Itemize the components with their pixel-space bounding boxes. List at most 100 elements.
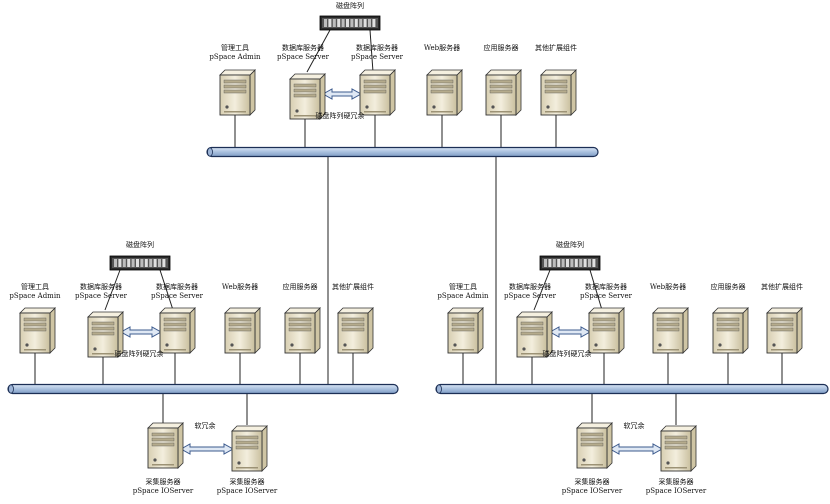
- bottom-right-hw-redundancy-arrow: [548, 326, 592, 338]
- top-web-server: [426, 69, 463, 116]
- bottom-right-db-server-2: [588, 307, 625, 354]
- top-app-label-line: 应用服务器: [483, 44, 519, 52]
- top-ext-server: [540, 69, 577, 116]
- disk-arrays: [109, 15, 601, 271]
- network-buses: [7, 146, 829, 395]
- bottom-left-admin-label-line: 管理工具: [20, 283, 49, 291]
- top-network-bus: [206, 146, 599, 158]
- bottom-left-web-label: Web服务器: [222, 283, 258, 292]
- collect-right-server-a: [576, 422, 613, 469]
- top-disk-array: [319, 15, 381, 31]
- connection-lines: [34, 29, 783, 425]
- bottom-left-app-label: 应用服务器: [283, 283, 318, 292]
- bottom-left-network-bus: [7, 383, 399, 395]
- bottom-right-disk-array-label-line: 磁盘阵列: [556, 241, 584, 249]
- bottom-left-db2-label-line: pSpace Server: [151, 292, 203, 300]
- bottom-left-db1-label-line: 数据库服务器: [79, 283, 122, 291]
- bottom-right-ext-server: [766, 307, 803, 354]
- top-disk-link-1: [306, 29, 331, 73]
- bottom-right-network-bus: [435, 383, 829, 395]
- top-disk-array-label: 磁盘阵列: [336, 2, 364, 11]
- bottom-left-admin-server: [19, 307, 56, 354]
- bottom-right-web-server: [652, 307, 689, 354]
- collect-left-server-a: [147, 422, 184, 469]
- top-db2-label-line: 数据库服务器: [355, 44, 398, 52]
- bottom-left-hw-redundancy-label-line: 磁盘阵列硬冗余: [114, 350, 164, 358]
- top-db2-label-line: pSpace Server: [351, 53, 403, 61]
- bottom-right-hw-redundancy-label: 磁盘阵列硬冗余: [543, 350, 592, 359]
- top-admin-label-line: 管理工具: [220, 44, 249, 52]
- bottom-right-db2-label-line: 数据库服务器: [584, 283, 627, 291]
- top-web-label-line: Web服务器: [423, 44, 461, 52]
- bottom-right-web-label: Web服务器: [650, 283, 686, 292]
- collect-right-soft-redundancy-label: 软冗余: [624, 422, 645, 431]
- bottom-left-admin-label-line: pSpace Admin: [9, 292, 61, 300]
- collect-left-server-b-label-line: pSpace IOServer: [216, 487, 278, 495]
- top-admin-label-line: pSpace Admin: [209, 53, 261, 61]
- collect-right-soft-redundancy-label-line: 软冗余: [623, 422, 645, 430]
- top-hw-redundancy-arrow: [321, 88, 363, 100]
- collect-right-server-b-label-line: pSpace IOServer: [645, 487, 707, 495]
- collect-left-soft-redundancy-label-line: 软冗余: [194, 422, 216, 430]
- top-hw-redundancy-label-line: 磁盘阵列硬冗余: [315, 112, 365, 120]
- bottom-left-disk-link-2: [159, 269, 174, 311]
- bottom-right-db-server-1: [516, 311, 553, 358]
- bottom-left-app-label-line: 应用服务器: [282, 283, 318, 291]
- bottom-right-admin-label-line: 管理工具: [448, 283, 477, 291]
- bottom-left-ext-label-line: 其他扩展组件: [332, 283, 374, 291]
- bottom-right-disk-link-2: [589, 269, 603, 311]
- collect-right-server-a-label-line: pSpace IOServer: [561, 487, 623, 495]
- collect-left-server-a-label-line: 采集服务器: [145, 478, 181, 486]
- bottom-right-admin-label-line: pSpace Admin: [437, 292, 489, 300]
- collect-left-server-b: [231, 425, 268, 472]
- top-disk-array-label-line: 磁盘阵列: [336, 2, 364, 10]
- bottom-right-app-server: [712, 307, 749, 354]
- top-admin-server: [219, 69, 256, 116]
- top-ext-label: 其他扩展组件: [535, 44, 577, 53]
- top-db1-label-line: pSpace Server: [277, 53, 329, 61]
- bottom-left-web-label-line: Web服务器: [221, 283, 259, 291]
- top-ext-label-line: 其他扩展组件: [535, 44, 577, 52]
- bottom-right-db1-label-line: pSpace Server: [504, 292, 556, 300]
- bottom-right-app-label-line: 应用服务器: [710, 283, 746, 291]
- top-app-label: 应用服务器: [484, 44, 519, 53]
- collect-right-server-b-label-line: 采集服务器: [658, 478, 694, 486]
- top-db1-label-line: 数据库服务器: [281, 44, 324, 52]
- bottom-left-app-server: [284, 307, 321, 354]
- bottom-left-web-server: [224, 307, 261, 354]
- bottom-left-disk-link-1: [104, 269, 121, 311]
- collect-left-server-b-label-line: 采集服务器: [229, 478, 265, 486]
- redundancy-arrows: [119, 88, 664, 455]
- bottom-right-ext-label: 其他扩展组件: [761, 283, 803, 292]
- collect-right-soft-redundancy-arrow: [608, 443, 664, 455]
- bottom-right-disk-array: [539, 255, 601, 271]
- top-app-server: [485, 69, 522, 116]
- bottom-right-db1-label-line: 数据库服务器: [508, 283, 551, 291]
- top-db-server-1: [289, 73, 326, 120]
- collect-right-server-b: [660, 425, 697, 472]
- bottom-right-web-label-line: Web服务器: [649, 283, 687, 291]
- bottom-left-ext-label: 其他扩展组件: [332, 283, 374, 292]
- bottom-left-db-server-2: [159, 307, 196, 354]
- bottom-left-db1-label-line: pSpace Server: [75, 292, 127, 300]
- top-hw-redundancy-label: 磁盘阵列硬冗余: [316, 112, 365, 121]
- collect-left-server-a-label-line: pSpace IOServer: [132, 487, 194, 495]
- top-web-label: Web服务器: [424, 44, 460, 53]
- top-disk-link-2: [369, 29, 374, 73]
- bottom-left-ext-server: [337, 307, 374, 354]
- collect-right-server-a-label-line: 采集服务器: [574, 478, 610, 486]
